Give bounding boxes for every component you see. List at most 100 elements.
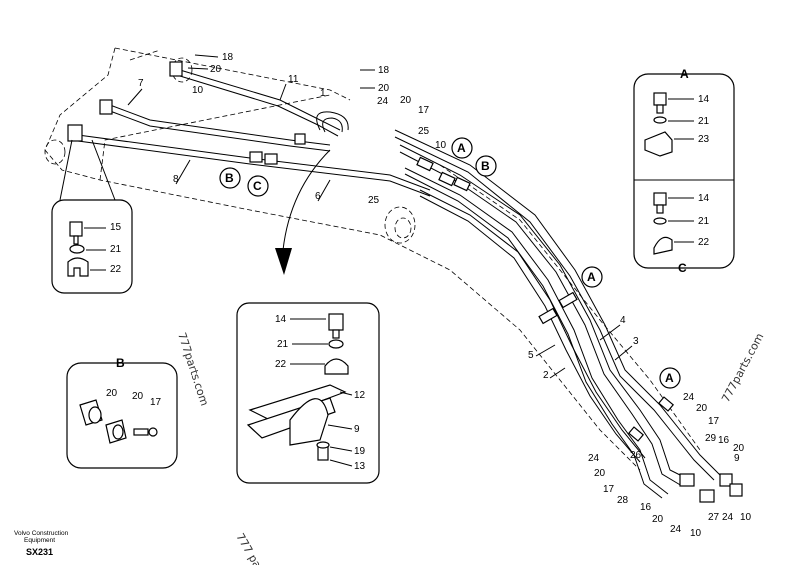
callout-24: 24 (683, 392, 695, 403)
view-marker-a (581, 266, 603, 288)
svg-text:20: 20 (132, 391, 144, 402)
inset-a-c: A C 14 21 23 14 21 22 (633, 67, 735, 275)
watermark: 777parts.com (175, 331, 211, 408)
svg-text:20: 20 (106, 388, 118, 399)
svg-text:22: 22 (110, 264, 122, 275)
view-marker-b (219, 167, 241, 189)
callout-10: 10 (435, 140, 447, 151)
svg-text:22: 22 (698, 237, 710, 248)
callout-5: 5 (528, 350, 534, 361)
callout-8: 8 (173, 174, 179, 185)
view-marker-c (247, 175, 269, 197)
svg-text:13: 13 (354, 461, 366, 472)
detail-arrow (275, 149, 331, 275)
watermark: 777 pa (233, 531, 263, 565)
svg-text:23: 23 (698, 134, 710, 145)
inset-left: 15 21 22 (51, 139, 133, 294)
callout-3: 3 (633, 336, 639, 347)
diagram-code: SX231 (26, 547, 53, 557)
callout-24: 24 (670, 524, 682, 535)
pipe-clamp-icon (289, 398, 329, 446)
callout-10: 10 (690, 528, 702, 539)
callouts: 18 20 10 7 11 18 20 1 24 20 17 25 10 8 6… (138, 52, 752, 539)
svg-text:A: A (587, 270, 596, 284)
callout-20: 20 (652, 514, 664, 525)
callout-20: 20 (400, 95, 412, 106)
callout-27: 27 (708, 512, 720, 523)
svg-text:19: 19 (354, 446, 366, 457)
clamp-icon (653, 236, 673, 255)
callout-18: 18 (378, 65, 390, 76)
bolt-icon (328, 313, 344, 331)
svg-text:21: 21 (110, 244, 122, 255)
view-marker-a (451, 137, 473, 159)
callout-28: 28 (617, 495, 629, 506)
view-marker-b (475, 155, 497, 177)
svg-text:B: B (225, 171, 234, 185)
callout-25: 25 (418, 126, 430, 137)
bolt-icon (133, 428, 149, 436)
washer-icon (653, 217, 667, 225)
svg-text:14: 14 (275, 314, 287, 325)
callout-1: 1 (320, 88, 326, 99)
footer-brand-line2: Equipment (24, 537, 55, 544)
inset-b-title: B (116, 356, 125, 370)
svg-text:22: 22 (275, 359, 287, 370)
callout-26: 26 (630, 450, 642, 461)
callout-18: 18 (222, 52, 234, 63)
callout-20: 20 (594, 468, 606, 479)
boom-outline (44, 47, 701, 471)
callout-11: 11 (288, 74, 299, 85)
callout-20: 20 (210, 64, 222, 75)
washer-icon (328, 339, 344, 349)
svg-text:17: 17 (150, 397, 162, 408)
svg-text:B: B (481, 159, 490, 173)
bolt-icon (69, 221, 83, 237)
svg-text:A: A (665, 371, 674, 385)
washer-icon (316, 441, 330, 449)
washer-icon (653, 116, 667, 124)
bolt-icon (653, 92, 667, 106)
svg-text:21: 21 (698, 116, 710, 127)
washer-icon (69, 244, 85, 254)
leader-lines (127, 54, 633, 379)
clamp-icon (324, 358, 349, 375)
svg-text:21: 21 (698, 216, 710, 227)
inset-b: B 20 20 17 (66, 356, 178, 469)
callout-16: 16 (718, 435, 730, 446)
view-marker-a (659, 367, 681, 389)
inset-a-title: A (680, 67, 689, 81)
svg-text:21: 21 (277, 339, 289, 350)
callout-17: 17 (418, 105, 430, 116)
bracket-icon (248, 384, 347, 421)
callout-24: 24 (377, 96, 389, 107)
callout-2: 2 (543, 370, 549, 381)
view-markers: A B A A B C (219, 137, 681, 389)
callout-20: 20 (378, 83, 390, 94)
bolt-icon (653, 192, 667, 206)
callout-4: 4 (620, 315, 626, 326)
clamp-icon (67, 257, 89, 277)
callout-9: 9 (734, 453, 740, 464)
svg-text:9: 9 (354, 424, 360, 435)
footer-brand: Volvo Construction (14, 530, 69, 537)
svg-text:14: 14 (698, 94, 710, 105)
svg-text:14: 14 (698, 193, 710, 204)
callout-24: 24 (722, 512, 734, 523)
svg-text:15: 15 (110, 222, 122, 233)
clamp-icon (644, 131, 673, 157)
svg-text:C: C (253, 179, 262, 193)
callout-29: 29 (705, 433, 717, 444)
callout-7: 7 (138, 78, 144, 89)
inset-c-title: C (678, 261, 687, 275)
svg-text:A: A (457, 141, 466, 155)
callout-20: 20 (733, 443, 745, 454)
callout-17: 17 (603, 484, 615, 495)
callout-25: 25 (368, 195, 380, 206)
inset-center: 14 21 22 12 9 19 13 (236, 302, 380, 484)
callout-16: 16 (640, 502, 652, 513)
callout-10: 10 (192, 85, 204, 96)
svg-text:12: 12 (354, 390, 366, 401)
callout-20: 20 (696, 403, 708, 414)
